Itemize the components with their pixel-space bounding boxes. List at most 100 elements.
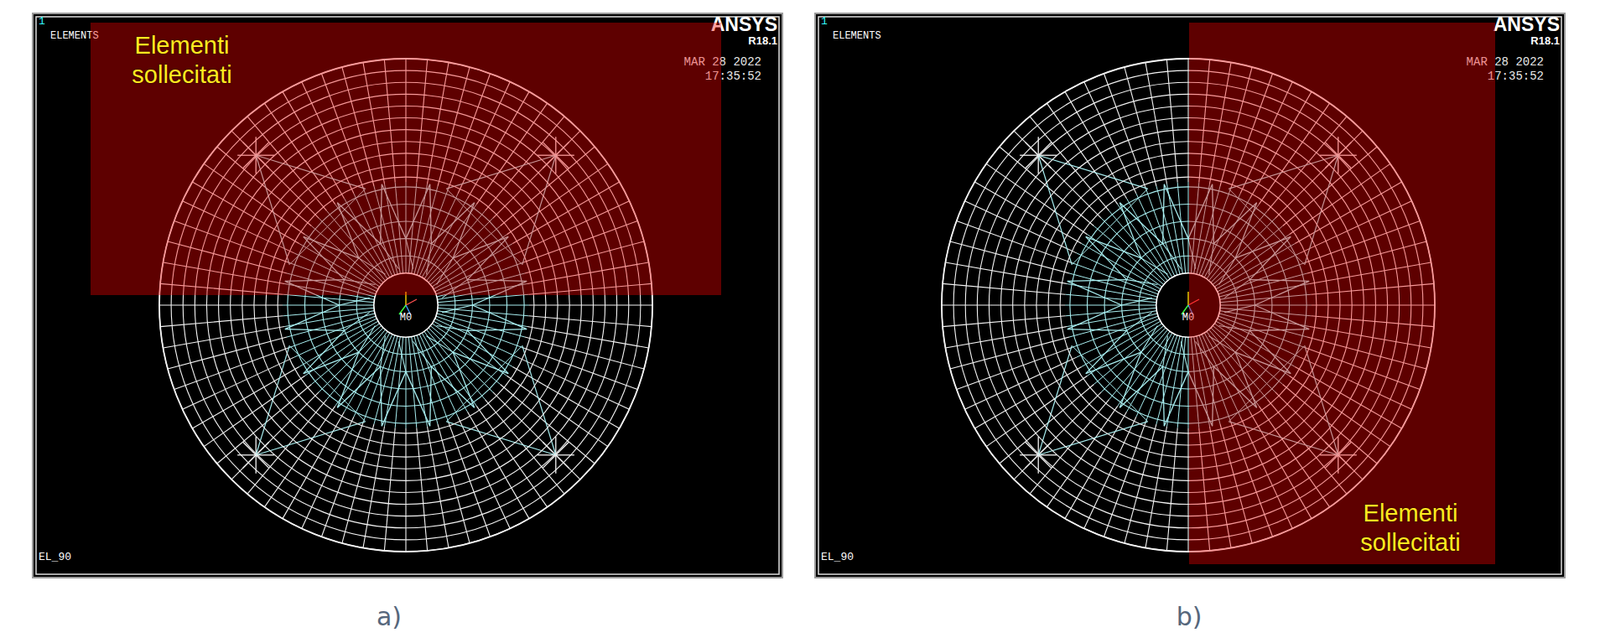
mesh-line [476,405,547,507]
mesh-line [1025,155,1039,169]
mesh-line [363,426,385,549]
mesh-line [542,455,556,469]
mesh-line [162,327,285,349]
mesh-line [945,262,1067,285]
mesh-line [956,347,1073,390]
mesh-line [1065,294,1157,302]
software-version: R18.1 [1530,35,1560,48]
mesh-line [1025,455,1039,469]
mesh-line [528,316,651,328]
mesh-line [264,405,335,507]
mesh-line [285,305,340,330]
mesh-line [1163,184,1189,239]
mesh-line [1087,323,1163,376]
mesh-line [282,305,375,307]
mesh-line [384,427,395,551]
mesh-line [1067,329,1128,332]
mesh-line [344,312,370,332]
mesh-line [986,375,1087,447]
mesh-line [1117,204,1170,280]
mesh-line [1156,186,1180,275]
mesh-line [405,337,407,429]
mesh-line [1069,273,1158,297]
mesh-line [405,371,431,426]
axis-triad [405,299,417,306]
mesh-line [424,331,477,406]
mesh-line [942,283,1065,295]
mesh-line [1141,258,1169,275]
mesh-line [1122,297,1153,306]
mesh-line [529,304,653,306]
mesh-line [1071,345,1148,421]
mesh-line [1163,244,1182,270]
mesh-line [965,357,1077,410]
mesh-line [1067,280,1128,282]
mesh-line [446,345,522,421]
mesh-line [1025,441,1039,456]
mesh-line [380,366,383,426]
mesh-line [405,428,406,552]
mesh-line [447,420,490,537]
window-number: 1 [820,15,828,29]
mesh-line [1067,305,1123,330]
plot-type: ELEMENTS [832,31,882,43]
mesh-line [472,305,527,330]
window-number: 1 [38,15,46,29]
subfigure-label: a) [376,602,402,632]
loaded-region: Elementi sollecitati [90,22,722,296]
mesh-line [408,337,416,428]
mesh-line [1084,82,1137,194]
mesh-line [283,294,375,302]
software-logo: ANSYS [1493,13,1560,36]
mesh-line [436,326,468,332]
mesh-line [303,352,359,375]
region-caption: Elementi sollecitati [102,31,262,90]
mesh-line [394,337,403,428]
mesh-line [1119,352,1142,408]
mesh-line [414,336,438,425]
mesh-line [243,441,257,456]
mesh-line [430,366,432,426]
mesh-line [380,336,386,368]
software-version: R18.1 [748,35,778,48]
mesh-line [437,294,529,302]
mesh-line [436,313,525,338]
mesh-line [1145,426,1168,549]
mesh-line [160,316,283,328]
mesh-line [159,304,283,306]
mesh-line [1025,142,1039,156]
viewport-frame [818,16,1562,575]
mesh-line [1085,352,1142,375]
mesh-line [452,352,475,408]
mesh-line [337,352,359,408]
mesh-line [174,347,291,390]
loaded-region: Elementi sollecitati [1189,22,1496,565]
mesh-line [1177,337,1185,428]
mesh-line [1166,59,1178,182]
mesh-line [285,329,345,332]
mesh-line [1085,236,1142,259]
element-set-name: EL_90 [820,551,854,565]
mesh-line [1177,182,1185,274]
mesh-line [1038,142,1052,156]
mesh-line [1071,188,1148,265]
mesh-line [521,347,638,390]
mesh-line [1046,405,1117,507]
mesh-line [203,375,305,447]
mesh-line [1163,366,1165,426]
mesh-line [1163,184,1165,245]
mesh-line [286,313,375,338]
mesh-line [437,305,530,307]
mesh-line [555,455,570,469]
coordinate-label: M0 [400,312,412,325]
mesh-line [1038,455,1052,469]
mesh-line [1013,392,1102,480]
mesh-line [1127,312,1153,332]
plot-time: 17:35:52 [1487,69,1544,84]
mesh-line [1163,371,1189,426]
mesh-line [956,220,1073,263]
mesh-line [945,327,1067,349]
mesh-line [506,375,608,447]
mesh-line [321,420,364,537]
